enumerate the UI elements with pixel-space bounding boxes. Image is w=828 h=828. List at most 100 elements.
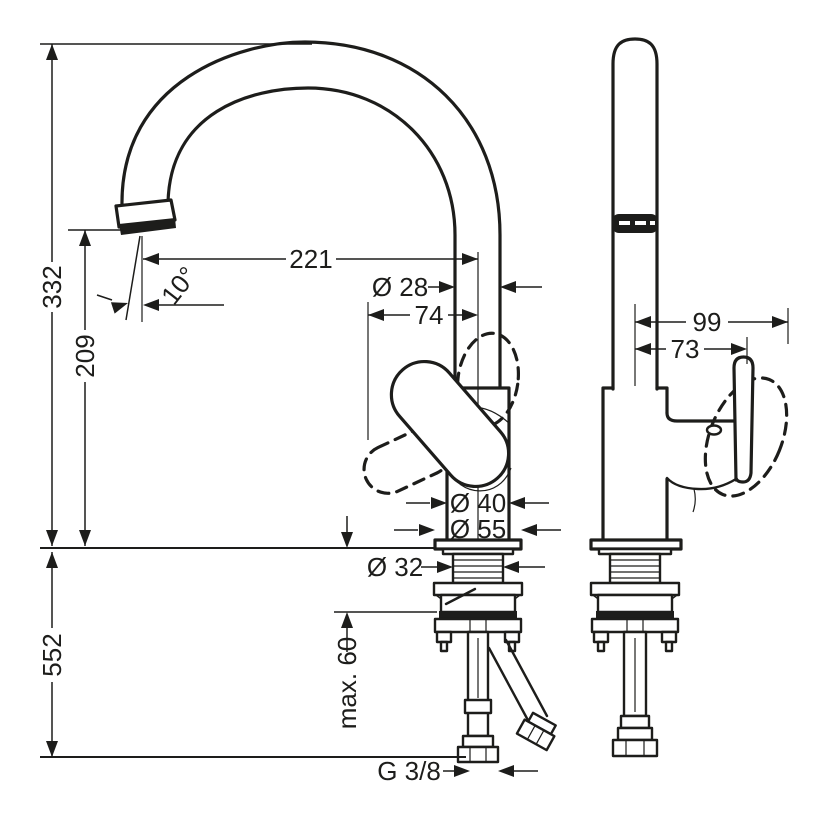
dim-max-counter-thickness: max. 60 [332,516,362,729]
shank-threads [453,559,503,579]
leader-left [96,294,113,301]
side-view [589,37,789,758]
base-flange-side [589,538,683,551]
fitting-hex [515,718,556,752]
lever-swing-dashed [703,376,789,498]
hose-end-collar [461,734,495,749]
dim-label-spout-height: 209 [70,334,100,377]
arrowhead-right [731,343,747,355]
clamp-block [439,593,517,614]
arrowhead-up [341,612,353,628]
seal-band [596,611,674,619]
hose-end-hex [611,738,659,758]
stud-right [664,640,674,653]
dim-label-shank-diameter: Ø 32 [367,552,423,582]
hose-collar [463,698,493,715]
arrowhead-left [500,281,516,293]
dim-label-handle-clearance-side: 73 [671,334,700,364]
lever-bottom-sweep [665,476,738,491]
dim-label-spout-angle: 10° [155,261,203,310]
hose-diagonal-fitting [515,711,557,752]
arrowhead-left [635,316,651,328]
arrowhead-left [503,561,519,573]
arrowhead-up [46,44,58,60]
under-counter-side [589,552,681,758]
arrowhead-right [772,316,788,328]
dim-label-handle-clearance-front: 74 [415,300,444,330]
arrowhead-down [79,530,91,546]
seal-band [439,611,517,619]
dim-total-height: 332 [37,44,67,546]
arrowhead-left [509,497,525,509]
dim-label-base-diameter: Ø 55 [450,514,506,544]
dim-label-body-diameter: Ø 40 [450,488,506,518]
spout-band-dash-3 [650,221,655,225]
spout-outer-outline [120,40,502,391]
hose-end-collar [616,726,654,742]
hose-end-facets [469,747,487,762]
spout-band-dash-1 [619,221,630,225]
stud-left [596,640,606,653]
hose-end-hex [456,745,500,764]
dim-handle-clearance-front: 74 [367,300,478,440]
arrowhead-left [143,299,159,311]
hose-diagonal-left-wall [487,646,532,726]
stud-left [439,640,449,653]
arrowhead-down [46,530,58,546]
clamp-lever [444,587,477,606]
lower-plate-ticks [469,619,487,632]
faucet-body-side [601,386,669,543]
arrowhead-right [462,253,478,265]
stud-nut-left [592,630,610,644]
dim-hose-connection: G 3/8 [377,756,538,786]
threaded-shank [608,552,662,585]
spout-inner-outline [166,86,457,391]
dim-handle-clearance-side: 73 [635,334,748,364]
shank-threads [610,559,660,579]
lower-plate-ticks [626,619,644,632]
hose-end-facets [625,740,645,756]
dim-body-diameter: Ø 40 [406,488,549,518]
mounting-flange [432,581,524,597]
arrowhead-right [439,281,455,293]
spout-band-dash-2 [635,221,646,225]
dim-spout-height: 209 [68,229,124,546]
dim-spout-reach: 221 [143,244,478,274]
lower-plate [590,617,680,634]
dim-label-handle-reach-side: 99 [693,307,722,337]
stud-nut-right [660,630,678,644]
front-view [114,40,557,764]
dim-label-hose-connection: G 3/8 [377,756,441,786]
dim-below-counter: 552 [37,552,67,757]
threaded-shank [451,552,505,585]
handle-top-edge [665,411,736,423]
arrowhead-right [454,765,470,777]
dim-label-pipe-diameter: Ø 28 [372,272,428,302]
arrowhead-right [431,497,447,509]
aerator-face [119,218,176,235]
dim-shank-diameter: Ø 32 [367,552,545,582]
arrowhead-right [110,302,128,314]
arrowhead-left [635,343,651,355]
fitting-facets [526,725,545,745]
angle-ref-tilted [125,235,141,321]
dim-label-max-counter-thickness: max. 60 [332,637,362,730]
lower-plate [433,617,523,634]
clamp-block [596,593,674,614]
riser-outline [611,37,659,391]
lever-handle-front [389,359,511,489]
dim-label-total-height: 332 [37,265,67,308]
under-counter-front [432,552,557,764]
dim-handle-reach-side: 99 [635,307,789,344]
arrowhead-left [521,524,537,536]
arrowhead-left [368,309,384,321]
temp-indicator-dot [705,424,723,436]
arrowhead-right [462,309,478,321]
dim-label-below-counter: 552 [37,633,67,676]
hose-collar [619,714,651,730]
arrowhead-down [46,741,58,757]
arrowhead-left [498,765,514,777]
arrowhead-up [46,552,58,568]
